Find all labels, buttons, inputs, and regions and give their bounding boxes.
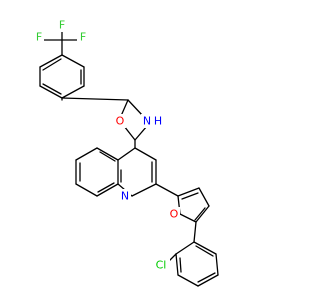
atom-n-quinoline-label: N xyxy=(121,190,129,203)
atom-labels: F F F N H O N O Cl xyxy=(33,18,180,272)
bond-39 xyxy=(195,205,210,223)
bond-29 xyxy=(75,147,98,161)
n-quinoline-bg xyxy=(119,189,131,203)
bond-6 xyxy=(61,85,85,99)
bond-45 xyxy=(175,241,195,255)
f1-bg xyxy=(33,30,44,44)
bond-14 xyxy=(61,97,129,101)
bond-35 xyxy=(97,182,115,193)
bond-52 xyxy=(197,272,216,283)
cl-bg xyxy=(153,258,170,272)
bond-38 xyxy=(198,187,210,207)
bond-17 xyxy=(134,125,148,141)
bond-40 xyxy=(179,213,197,223)
atom-f3-label: F xyxy=(80,31,86,44)
bond-25 xyxy=(117,147,136,161)
bond-46 xyxy=(175,253,179,276)
atom-o-carbonyl-label: O xyxy=(116,115,125,128)
bond-11 xyxy=(42,83,62,95)
bond-7 xyxy=(39,85,63,99)
bond-18 xyxy=(123,125,136,141)
bond-53 xyxy=(195,245,214,257)
bond-42 xyxy=(181,192,199,200)
bond-20 xyxy=(134,147,157,161)
bond-4 xyxy=(61,54,85,68)
bond-44 xyxy=(193,221,197,243)
bond-9 xyxy=(39,54,63,68)
n-amide-bg xyxy=(141,114,153,128)
bond-32 xyxy=(96,183,119,197)
h-amide-bg xyxy=(153,114,164,128)
bond-37 xyxy=(177,187,200,197)
o-furan-bg xyxy=(168,207,180,221)
bond-51 xyxy=(179,257,182,273)
bond-33 xyxy=(99,151,116,162)
atom-cl-label: Cl xyxy=(156,259,167,272)
f2-bg xyxy=(57,18,68,32)
bond-48 xyxy=(197,274,219,287)
atom-o-furan-label: O xyxy=(170,208,179,221)
atom-f2-label: F xyxy=(59,19,65,32)
bond-22 xyxy=(131,183,157,197)
bond-43 xyxy=(194,207,206,221)
bond-12 xyxy=(42,58,62,71)
bond-16 xyxy=(120,99,129,117)
f3-bg xyxy=(77,30,88,44)
bond-47 xyxy=(177,274,199,287)
o-carbonyl-bg xyxy=(114,114,126,128)
bonds xyxy=(39,27,219,287)
bond-28 xyxy=(96,147,119,161)
bond-31 xyxy=(75,183,98,197)
molecule-diagram: F F F N H O N O Cl xyxy=(33,18,219,287)
atom-f1-label: F xyxy=(36,31,42,44)
atom-n-amide-label: N xyxy=(143,115,151,128)
atom-h-amide-label: H xyxy=(154,115,162,128)
bond-15 xyxy=(127,99,144,117)
bond-36 xyxy=(155,183,179,197)
bond-49 xyxy=(215,253,219,276)
bond-50 xyxy=(193,241,217,255)
